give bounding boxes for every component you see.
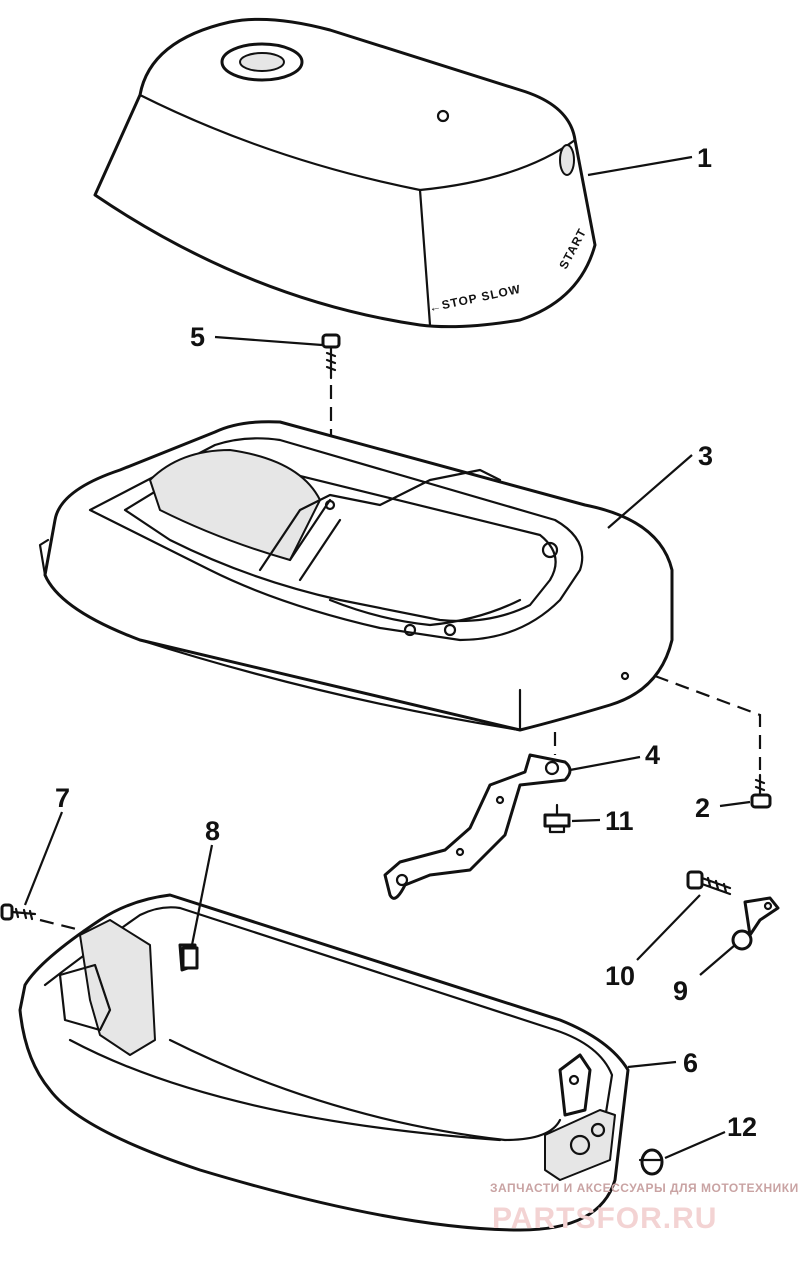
callout-12: 12: [727, 1112, 757, 1142]
leader-8: [190, 844, 214, 946]
lower-pan: [18, 893, 630, 1232]
callout-4: 4: [645, 740, 660, 770]
screw-7: [0, 903, 37, 921]
leader-2: [719, 800, 751, 808]
screw-5: [321, 333, 341, 380]
callout-2: 2: [695, 793, 710, 823]
nut-11: [543, 803, 571, 834]
top-cowl: ←STOP SLOW START: [93, 17, 597, 329]
leader-7: [23, 811, 64, 906]
callout-7: 7: [55, 783, 70, 813]
leader-1: [587, 155, 693, 177]
assembly-line-2: [654, 674, 762, 770]
latch-9: [731, 896, 780, 951]
bolt-10: [686, 870, 732, 896]
cowl-frame: [38, 420, 674, 732]
callout-10: 10: [605, 961, 635, 991]
leader-3: [607, 454, 693, 529]
leader-5: [214, 335, 323, 347]
callout-1: 1: [697, 143, 712, 173]
leader-12: [664, 1130, 726, 1160]
watermark-tagline: ЗАПЧАСТИ И АКСЕССУАРЫ ДЛЯ МОТОТЕХНИКИ: [490, 1181, 799, 1195]
callout-6: 6: [683, 1048, 698, 1078]
callout-3: 3: [698, 441, 713, 471]
callout-5: 5: [190, 322, 205, 352]
leader-6: [627, 1060, 677, 1069]
callout-9: 9: [673, 976, 688, 1006]
leader-11: [571, 818, 601, 823]
callout-11: 11: [605, 806, 634, 836]
watermark: ЗАПЧАСТИ И АКСЕССУАРЫ ДЛЯ МОТОТЕХНИКИ PA…: [490, 1181, 799, 1235]
clip-8: [181, 946, 199, 970]
leader-10: [636, 894, 701, 961]
bracket-4: [383, 753, 572, 900]
grommet-12: [638, 1148, 664, 1176]
screw-2: [750, 773, 772, 809]
leader-4: [569, 755, 641, 772]
leader-9: [699, 944, 736, 976]
watermark-logo: PARTSFOR.RU: [492, 1202, 717, 1235]
callout-8: 8: [205, 816, 220, 846]
